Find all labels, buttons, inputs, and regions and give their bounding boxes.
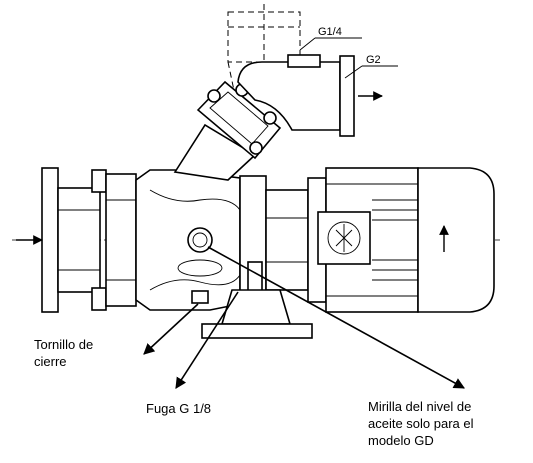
leak-label: Fuga G 1/8	[146, 401, 211, 416]
motor	[307, 167, 495, 313]
sight-glass-leader	[207, 246, 465, 389]
thread-small-leader	[299, 37, 316, 51]
sight-glass-label-line3: modelo GD	[368, 433, 434, 448]
thread-outlet-label: G2	[366, 54, 381, 66]
terminal-box-icon	[317, 211, 371, 265]
closing-screw-label-line1: Tornillo de	[34, 337, 93, 352]
sight-glass-icon	[187, 227, 213, 253]
motor-cooling-fins	[372, 199, 418, 281]
thread-small-label: G1/4	[318, 26, 342, 38]
thread-outlet-leader	[344, 65, 363, 79]
outlet-elbow	[237, 54, 355, 137]
drain-plug-icon	[191, 290, 209, 304]
leak-leader	[175, 291, 239, 389]
sight-glass-label-line1: Mirilla del nivel de	[368, 399, 471, 414]
closing-screw-label-line2: cierre	[34, 354, 67, 369]
closing-screw-leader	[143, 303, 199, 355]
sight-glass-label-line2: aceite solo para el	[368, 416, 474, 431]
inlet-flange	[41, 167, 137, 313]
bearing-bracket	[239, 175, 309, 323]
